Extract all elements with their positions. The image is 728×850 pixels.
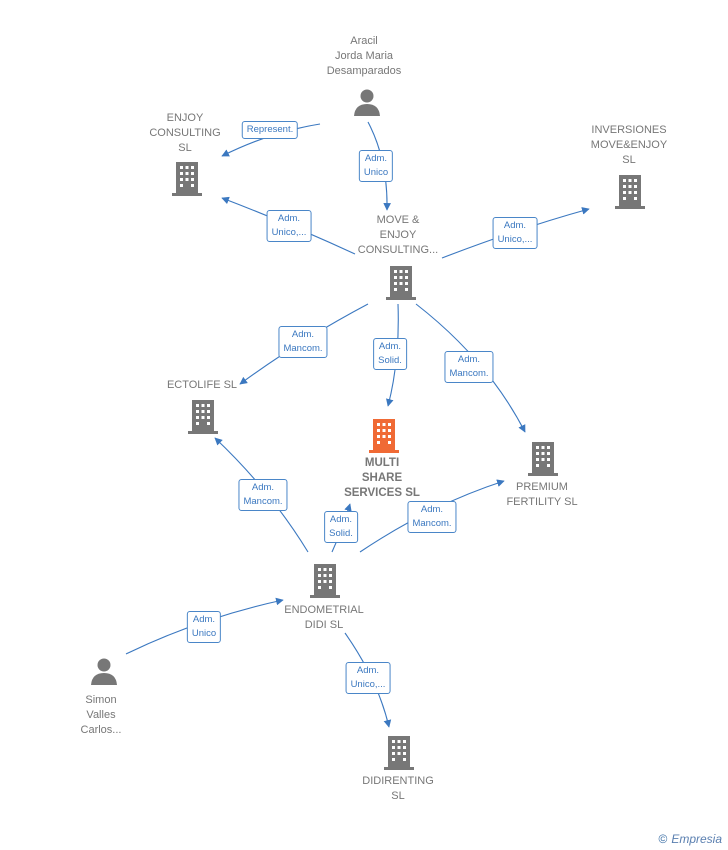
edge-label-adm-mancom: Adm. Mancom. <box>278 326 328 358</box>
node-label-enjoy-consulting[interactable]: ENJOY CONSULTING SL <box>149 112 221 154</box>
edge-label-adm-unico: Adm. Unico,... <box>266 210 312 242</box>
building-icon <box>615 175 645 209</box>
edge-label-adm-solid: Adm. Solid. <box>373 338 407 370</box>
node-label-premium-fertility[interactable]: PREMIUM FERTILITY SL <box>506 481 578 508</box>
node-label-multi-share[interactable]: MULTI SHARE SERVICES SL <box>344 457 420 499</box>
building-icon <box>528 442 558 476</box>
building-icon <box>310 564 340 598</box>
node-label-move-enjoy[interactable]: MOVE & ENJOY CONSULTING... <box>357 214 439 256</box>
empresia-logo: ©Empresia <box>658 832 722 846</box>
building-icon <box>384 736 414 770</box>
node-label-endometrial[interactable]: ENDOMETRIAL DIDI SL <box>284 604 364 631</box>
building-icon-focus <box>369 419 399 453</box>
person-icon <box>354 89 380 116</box>
building-icon <box>172 162 202 196</box>
edge-label-adm-mancom: Adm. Mancom. <box>444 351 494 383</box>
edge-label-adm-unico: Adm. Unico <box>358 150 394 182</box>
node-label-simon[interactable]: Simon Valles Carlos... <box>80 694 122 736</box>
edge-label-represent: Represent. <box>241 121 299 139</box>
person-icon <box>91 658 117 685</box>
edge-label-adm-unico: Adm. Unico,... <box>492 217 538 249</box>
edge-label-adm-unico: Adm. Unico <box>186 611 222 643</box>
edge-label-adm-unico: Adm. Unico,... <box>345 662 391 694</box>
edge-label-adm-mancom: Adm. Mancom. <box>238 479 288 511</box>
node-label-aracil[interactable]: Aracil Jorda Maria Desamparados <box>326 35 402 77</box>
node-label-ectolife[interactable]: ECTOLIFE SL <box>166 379 238 391</box>
building-icon <box>188 400 218 434</box>
building-icon <box>386 266 416 300</box>
node-label-didirenting[interactable]: DIDIRENTING SL <box>362 775 434 802</box>
node-label-inversiones[interactable]: INVERSIONES MOVE&ENJOY SL <box>590 124 668 166</box>
edge-label-adm-mancom: Adm. Mancom. <box>407 501 457 533</box>
edge-label-adm-solid: Adm. Solid. <box>324 511 358 543</box>
